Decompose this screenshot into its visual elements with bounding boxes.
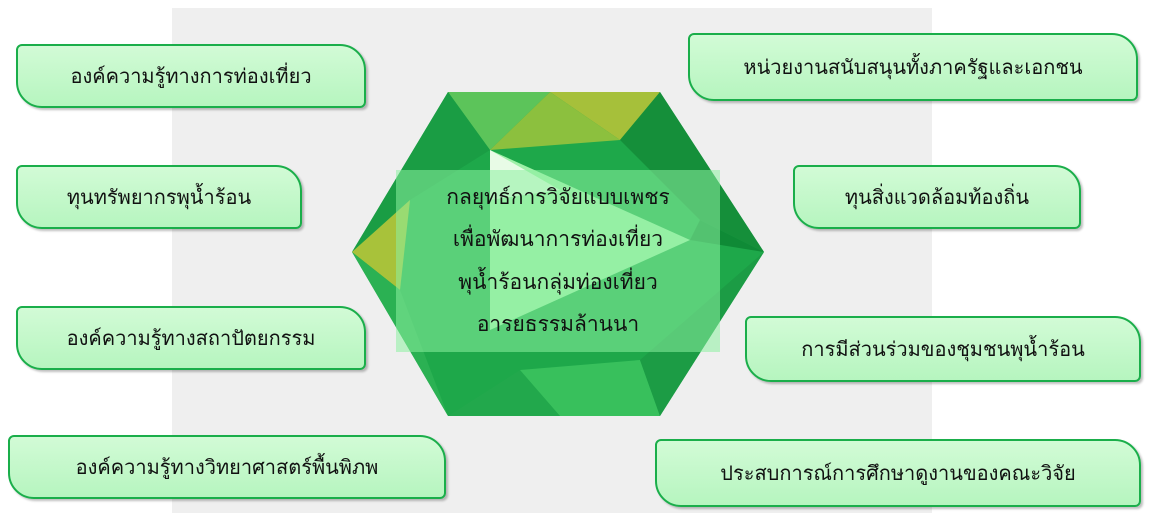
center-title-box: กลยุทธ์การวิจัยแบบเพชร เพื่อพัฒนาการท่อง…	[396, 170, 720, 352]
left-tag-tourism-knowledge: องค์ความรู้ทางการท่องเที่ยว	[16, 44, 366, 108]
left-tag-geoscience-knowledge: องค์ความรู้ทางวิทยาศาสตร์พื้นพิภพ	[8, 435, 446, 499]
left-tag-hot-spring-resources: ทุนทรัพยากรพุน้ำร้อน	[16, 165, 302, 229]
center-title-line-2: เพื่อพัฒนาการท่องเที่ยว	[452, 227, 664, 252]
center-title-line-1: กลยุทธ์การวิจัยแบบเพชร	[446, 184, 670, 209]
right-tag-study-visit-experience: ประสบการณ์การศึกษาดูงานของคณะวิจัย	[655, 439, 1141, 507]
right-tag-community-participation: การมีส่วนร่วมของชุมชนพุน้ำร้อน	[745, 316, 1141, 382]
right-tag-local-environment: ทุนสิ่งแวดล้อมท้องถิ่น	[793, 165, 1081, 229]
center-title-line-3: พุน้ำร้อนกลุ่มท่องเที่ยว	[458, 269, 658, 294]
left-tag-architecture-knowledge: องค์ความรู้ทางสถาปัตยกรรม	[16, 306, 366, 370]
center-title-line-4: อารยธรรมล้านนา	[476, 312, 640, 337]
right-tag-public-private-support: หน่วยงานสนับสนุนทั้งภาครัฐและเอกชน	[688, 33, 1138, 101]
